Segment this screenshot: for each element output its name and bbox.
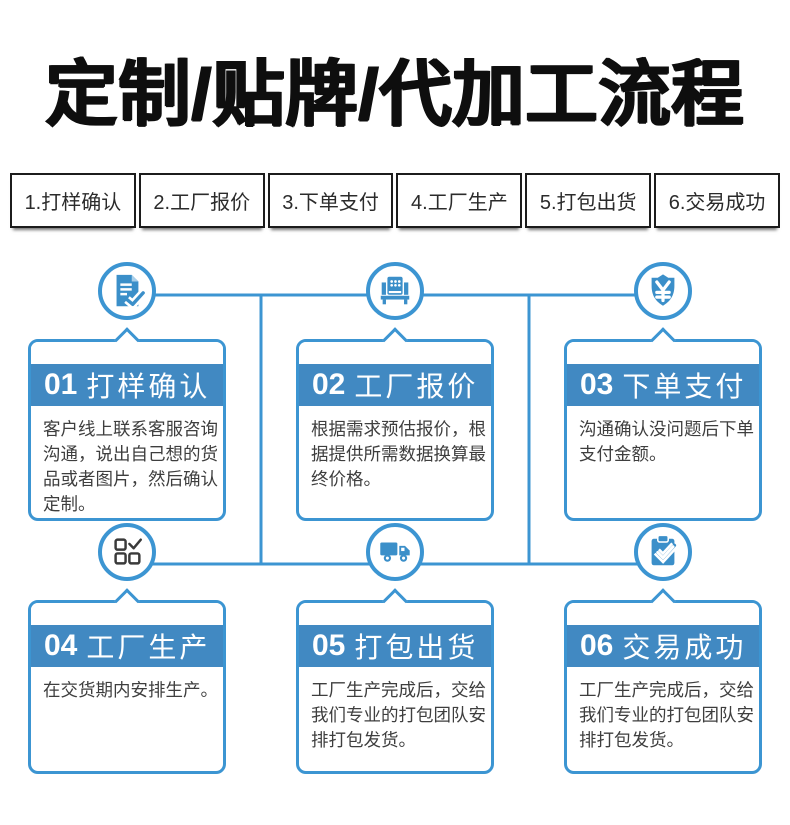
flow-step-3: 03 下单支付 沟通确认没问题后下单支付金额。 [564,262,762,522]
step-cell-5: 5.打包出货 [525,173,652,229]
step-cell-4: 4.工厂生产 [396,173,523,229]
step-cell-3: 3.下单支付 [267,173,394,229]
step-cell-2: 2.工厂报价 [138,173,265,229]
card-header: 05 打包出货 [299,625,491,668]
step-cell-6: 6.交易成功 [654,173,780,229]
card-title: 交易成功 [622,632,747,664]
card-header: 03 下单支付 [567,364,759,407]
card-header: 02 工厂报价 [299,364,491,407]
card-description: 在交货期内安排生产。 [43,680,218,701]
card-number: 04 [44,629,78,663]
clipboard-check-icon [634,523,692,582]
card-title: 打包出货 [354,632,479,664]
card-top-strip [31,342,223,365]
card-description: 工厂生产完成后，交给我们专业的打包团队安排打包发货。 [311,680,486,751]
card-title: 下单支付 [622,371,747,403]
flow-step-1: 01 打样确认 客户线上联系客服咨询沟通，说出自己想的货品或者图片，然后确认定制… [28,262,226,522]
card-header: 01 打样确认 [31,364,223,407]
card-description: 根据需求预估报价，根据提供所需数据换算最终价格。 [311,419,486,490]
flow-step-6: 06 交易成功 工厂生产完成后，交给我们专业的打包团队安排打包发货。 [564,523,762,775]
card-top-strip [567,342,759,365]
card-number: 06 [580,629,614,663]
flow-card-2: 02 工厂报价 根据需求预估报价，根据提供所需数据换算最终价格。 [296,327,494,522]
flow-step-4: 04 工厂生产 在交货期内安排生产。 [28,523,226,775]
flow-step-5: 05 打包出货 工厂生产完成后，交给我们专业的打包团队安排打包发货。 [296,523,494,775]
step-cell-1: 1.打样确认 [10,173,136,229]
card-title: 打样确认 [86,371,211,403]
card-description: 客户线上联系客服咨询沟通，说出自己想的货品或者图片，然后确认定制。 [43,419,218,515]
card-description: 工厂生产完成后，交给我们专业的打包团队安排打包发货。 [579,680,754,751]
card-header: 04 工厂生产 [31,625,223,668]
custom-oem-process-infographic: 定制/贴牌/代加工流程 1.打样确认 2.工厂报价 3.下单支付 4.工厂生产 … [0,55,790,825]
card-top-strip [299,603,491,626]
yuan-shield-icon [634,262,692,321]
grid-check-icon [98,523,156,582]
card-header: 06 交易成功 [567,625,759,668]
flow-diagram: 01 打样确认 客户线上联系客服咨询沟通，说出自己想的货品或者图片，然后确认定制… [0,262,790,807]
card-number: 02 [312,368,346,402]
card-number: 01 [44,368,78,402]
delivery-truck-icon [366,523,424,582]
card-title: 工厂报价 [354,371,479,403]
card-top-strip [567,603,759,626]
flow-card-1: 01 打样确认 客户线上联系客服咨询沟通，说出自己想的货品或者图片，然后确认定制… [28,327,226,522]
flow-card-4: 04 工厂生产 在交货期内安排生产。 [28,588,226,775]
flow-card-3: 03 下单支付 沟通确认没问题后下单支付金额。 [564,327,762,522]
card-number: 05 [312,629,346,663]
page-title: 定制/贴牌/代加工流程 [45,55,745,135]
cards-grid: 01 打样确认 客户线上联系客服咨询沟通，说出自己想的货品或者图片，然后确认定制… [0,262,790,775]
fax-machine-icon [366,262,424,321]
flow-card-6: 06 交易成功 工厂生产完成后，交给我们专业的打包团队安排打包发货。 [564,588,762,775]
document-check-icon [98,262,156,321]
flow-step-2: 02 工厂报价 根据需求预估报价，根据提供所需数据换算最终价格。 [296,262,494,522]
card-top-strip [31,603,223,626]
card-description: 沟通确认没问题后下单支付金额。 [579,419,754,465]
card-title: 工厂生产 [86,632,211,664]
flow-card-5: 05 打包出货 工厂生产完成后，交给我们专业的打包团队安排打包发货。 [296,588,494,775]
steps-bar: 1.打样确认 2.工厂报价 3.下单支付 4.工厂生产 5.打包出货 6.交易成… [10,173,780,229]
card-number: 03 [580,368,614,402]
card-top-strip [299,342,491,365]
